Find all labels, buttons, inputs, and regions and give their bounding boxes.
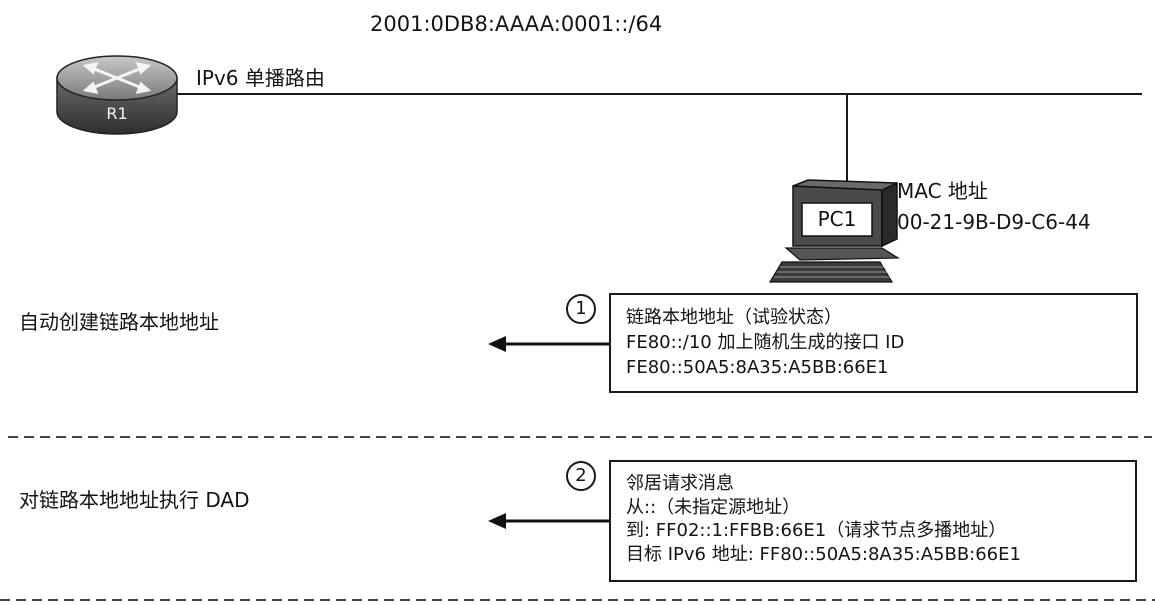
mac-title: MAC 地址 [897, 179, 988, 203]
arrow-1 [488, 336, 609, 352]
step-1-line: FE80::/10 加上随机生成的接口 ID [626, 332, 905, 353]
step-1-description: 自动创建链路本地地址 [19, 310, 219, 334]
router-label: R1 [106, 104, 128, 123]
routing-label: IPv6 单播路由 [196, 66, 325, 90]
router-icon [56, 55, 178, 135]
step-2-line: 从::（未指定源地址） [626, 496, 801, 518]
step-2-box: 邻居请求消息 从::（未指定源地址） 到: FF02::1:FFBB:66E1（… [609, 460, 1137, 582]
step-1-line: FE80::50A5:8A35:A5BB:66E1 [626, 357, 889, 378]
mac-value: 00-21-9B-D9-C6-44 [897, 210, 1091, 234]
arrow-2 [488, 513, 609, 529]
step-2-line: 邻居请求消息 [626, 473, 734, 494]
step-2-line: 到: FF02::1:FFBB:66E1（请求节点多播地址） [626, 520, 1007, 541]
step-1-line: 链路本地地址（试验状态） [626, 307, 842, 328]
mac-address-block: MAC 地址 00-21-9B-D9-C6-44 [897, 176, 1091, 238]
step-1-box: 链路本地地址（试验状态） FE80::/10 加上随机生成的接口 ID FE80… [609, 293, 1138, 393]
step-2-line: 目标 IPv6 地址: FF80::50A5:8A35:A5BB:66E1 [626, 543, 1021, 565]
step-2-description: 对链路本地地址执行 DAD [19, 488, 250, 512]
network-prefix: 2001:0DB8:AAAA:0001::/64 [370, 12, 663, 36]
step-2-number: 2 [566, 461, 596, 491]
step-1-number: 1 [566, 294, 596, 324]
pc-label: PC1 [817, 207, 857, 231]
pc-icon [768, 179, 901, 283]
